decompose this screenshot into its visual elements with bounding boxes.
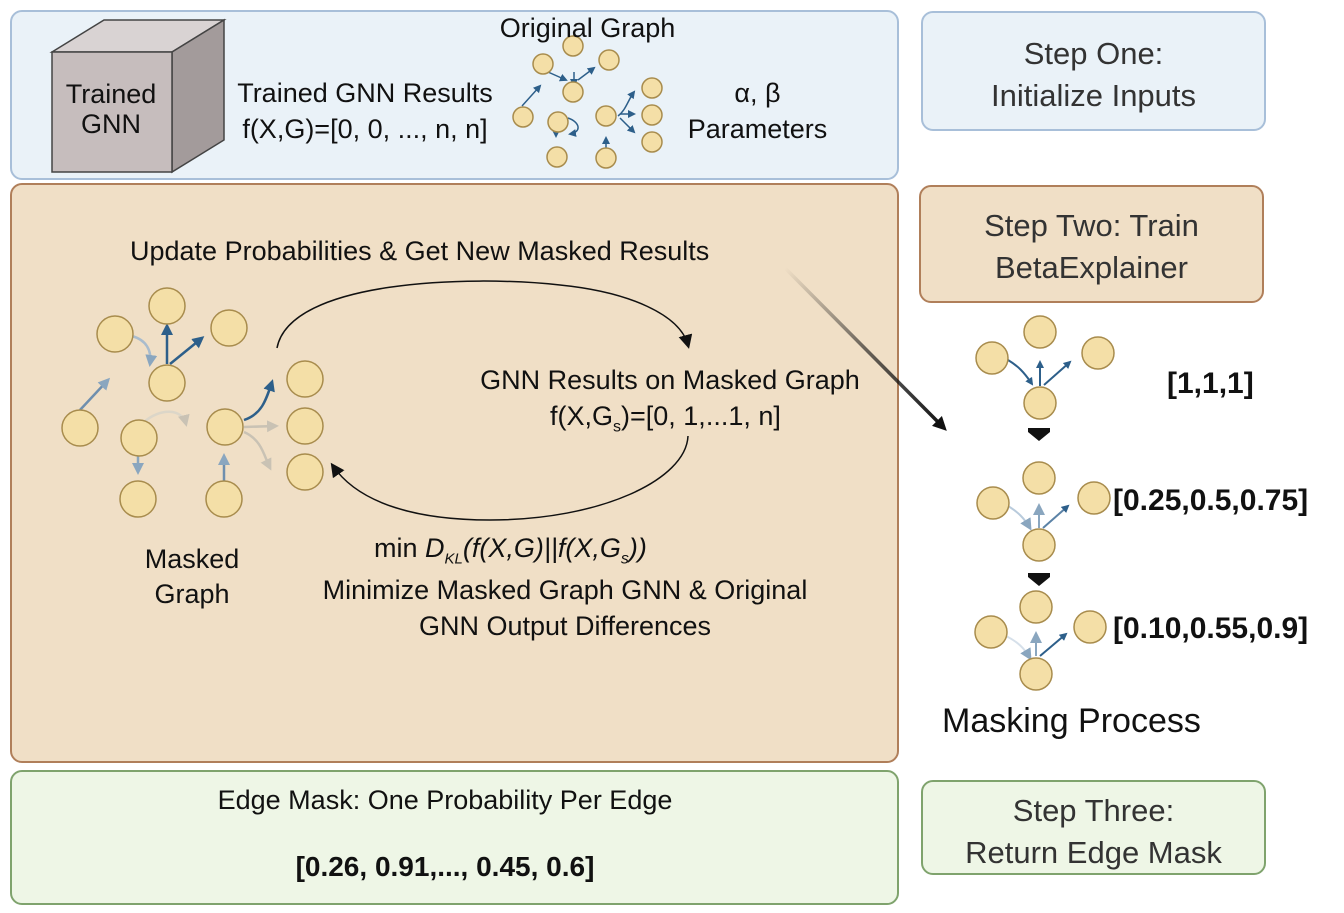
down-arrow-1 xyxy=(1028,428,1050,441)
cube-label: Trained GNN xyxy=(65,79,157,139)
down-arrow-2 xyxy=(1028,573,1050,586)
original-graph-title: Original Graph xyxy=(499,13,676,43)
original-graph-icon xyxy=(512,35,663,169)
masked-graph-label: Masked Graph xyxy=(144,544,240,610)
edge-mask-title: Edge Mask: One Probability Per Edge xyxy=(217,785,673,815)
kl-objective: min DKL(f(X,G)||f(X,Gs)) xyxy=(374,533,647,568)
mask-vector-1: [1,1,1] xyxy=(1167,367,1254,400)
minimize-text-line1: Minimize Masked Graph GNN & Original xyxy=(322,575,808,605)
mask-vector-3: [0.10,0.55,0.9] xyxy=(1113,612,1309,645)
params-label: Parameters xyxy=(687,114,828,144)
masked-graph-icon xyxy=(61,287,324,518)
edge-mask-panel xyxy=(10,770,899,905)
trained-results-title: Trained GNN Results xyxy=(237,78,493,108)
mask-vector-2: [0.25,0.5,0.75] xyxy=(1113,484,1309,517)
loop-arrow-bottom xyxy=(330,435,689,521)
step-one-label: Step One: Initialize Inputs xyxy=(990,36,1197,113)
masking-graph-1 xyxy=(975,315,1115,420)
masking-graph-3 xyxy=(974,590,1107,691)
update-probabilities-text: Update Probabilities & Get New Masked Re… xyxy=(130,236,710,266)
gnn-results-title: GNN Results on Masked Graph xyxy=(480,365,860,395)
loop-arrow-top xyxy=(276,280,693,349)
edge-mask-values: [0.26, 0.91,..., 0.45, 0.6] xyxy=(295,851,595,882)
step-three-box xyxy=(921,780,1266,875)
masking-process-title: Masking Process xyxy=(942,702,1201,740)
masking-graph-2 xyxy=(976,461,1111,562)
trained-gnn-cube xyxy=(49,18,227,174)
minimize-text-line2: GNN Output Differences xyxy=(418,611,712,641)
train-explainer-panel xyxy=(10,183,899,763)
step-one-box xyxy=(921,11,1266,131)
trained-results-value: f(X,G)=[0, 0, ..., n, n] xyxy=(242,114,488,144)
params-symbols: α, β xyxy=(734,78,781,108)
gnn-results-value: f(X,Gs)=[0, 1,...1, n] xyxy=(550,401,781,436)
step-three-label: Step Three: Return Edge Mask xyxy=(965,793,1222,870)
step-two-box xyxy=(919,185,1264,303)
to-masking-arrow xyxy=(783,266,947,431)
step-two-label: Step Two: Train BetaExplainer xyxy=(984,208,1199,285)
